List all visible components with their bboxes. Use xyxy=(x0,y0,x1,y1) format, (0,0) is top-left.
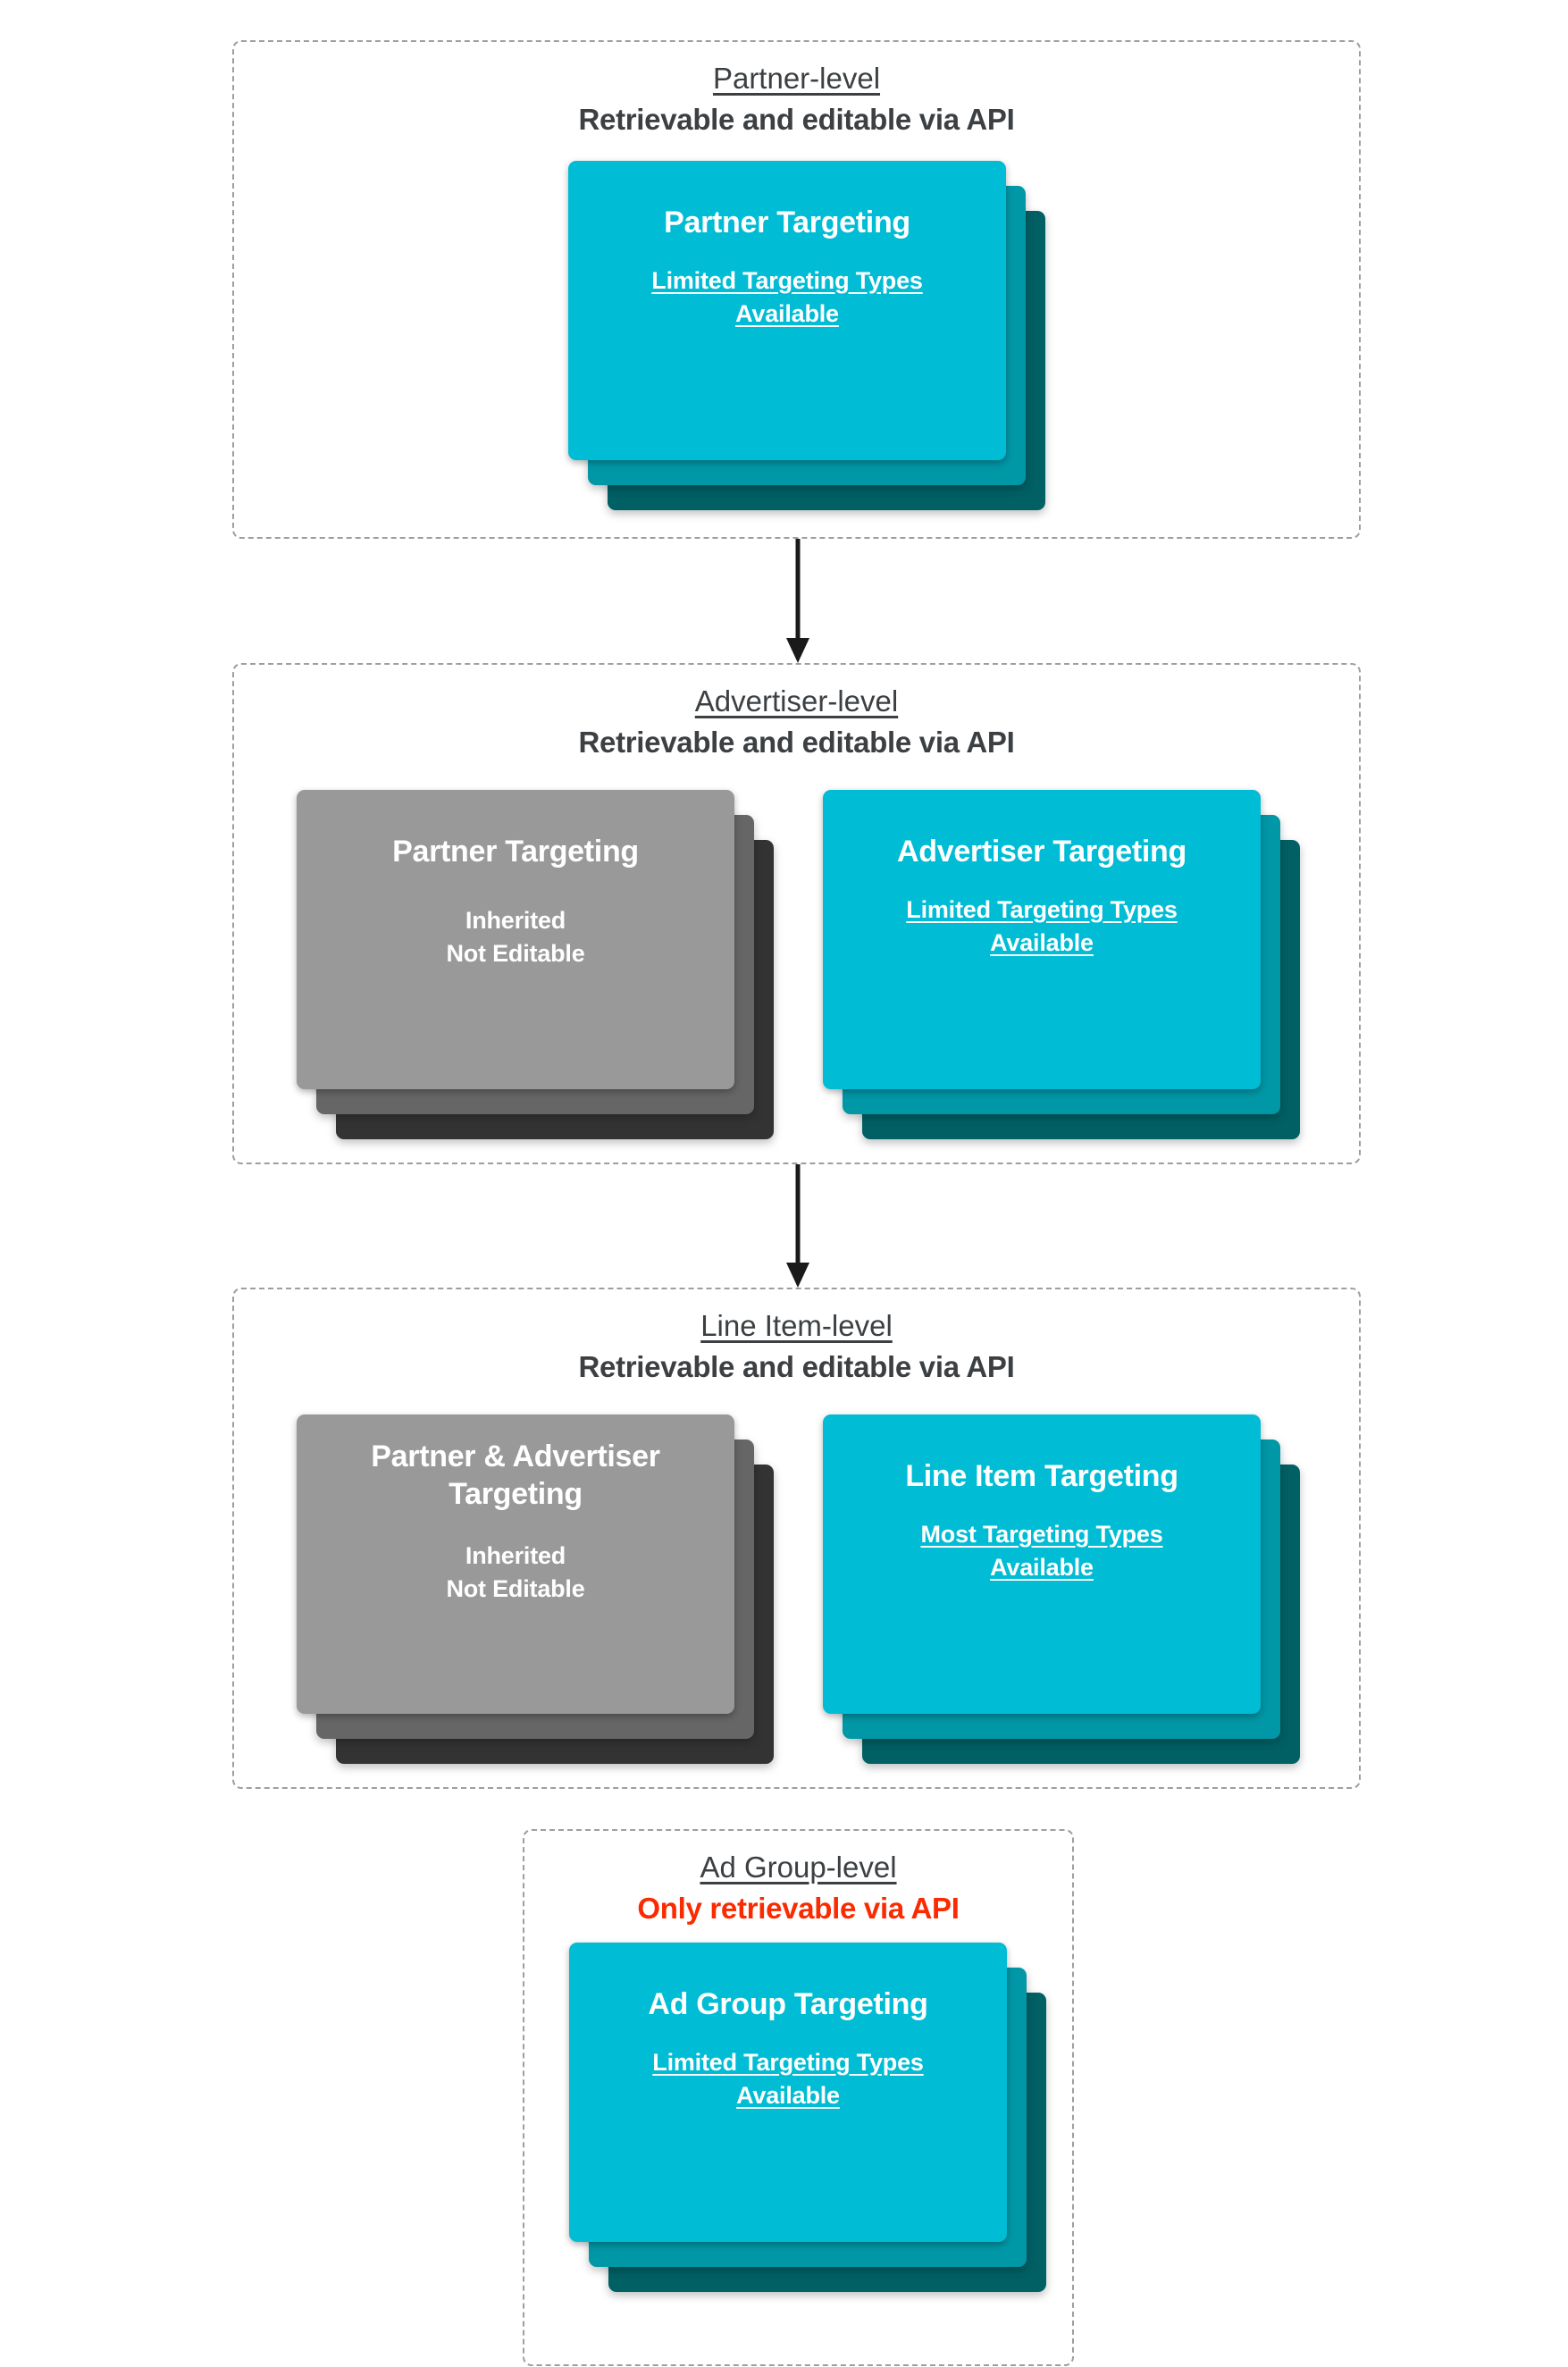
card-front: Ad Group Targeting Limited Targeting Typ… xyxy=(569,1943,1007,2242)
card-subtitle: Most Targeting Types Available xyxy=(823,1518,1261,1584)
card-subtitle-line: Available xyxy=(735,300,839,327)
section-header: Ad Group-level Only retrievable via API xyxy=(524,1831,1072,1929)
section-header: Partner-level Retrievable and editable v… xyxy=(234,42,1359,140)
card-subtitle-line: Limited Targeting Types xyxy=(906,896,1178,923)
level-title: Line Item-level xyxy=(234,1305,1359,1347)
arrow-down-icon xyxy=(786,539,809,663)
card-title: Partner Targeting xyxy=(392,835,639,869)
card-subtitle-line: Available xyxy=(736,2082,840,2109)
card-partner-targeting: Partner Targeting Limited Targeting Type… xyxy=(568,161,1045,510)
card-subtitle: Limited Targeting Types Available xyxy=(823,894,1261,960)
level-title: Ad Group-level xyxy=(524,1847,1072,1888)
card-ad-group-targeting: Ad Group Targeting Limited Targeting Typ… xyxy=(569,1943,1046,2292)
level-subtitle: Retrievable and editable via API xyxy=(578,103,1015,136)
level-title-text: Ad Group-level xyxy=(700,1851,897,1884)
card-line-item-targeting: Line Item Targeting Most Targeting Types… xyxy=(823,1414,1300,1764)
card-title: Advertiser Targeting xyxy=(896,835,1186,869)
card-subtitle-line: Available xyxy=(990,929,1094,956)
flow-arrow-advertiser-to-line-item xyxy=(784,1164,812,1288)
section-header: Advertiser-level Retrievable and editabl… xyxy=(234,665,1359,763)
card-title-line: Targeting xyxy=(449,1477,583,1511)
card-subtitle-line: Limited Targeting Types xyxy=(652,2049,924,2076)
card-subtitle: Inherited Not Editable xyxy=(297,1540,734,1606)
card-subtitle-line: Inherited xyxy=(465,1542,566,1569)
card-subtitle: Limited Targeting Types Available xyxy=(568,264,1006,331)
level-subtitle: Retrievable and editable via API xyxy=(578,1350,1015,1383)
card-front: Advertiser Targeting Limited Targeting T… xyxy=(823,790,1261,1089)
section-advertiser-level: Advertiser-level Retrievable and editabl… xyxy=(232,663,1361,1164)
level-title-text: Partner-level xyxy=(712,62,881,95)
level-title: Partner-level xyxy=(234,58,1359,99)
card-front: Partner Targeting Limited Targeting Type… xyxy=(568,161,1006,460)
card-subtitle: Limited Targeting Types Available xyxy=(569,2046,1007,2112)
arrow-down-icon xyxy=(786,1164,809,1288)
card-partner-targeting-inherited: Partner Targeting Inherited Not Editable xyxy=(297,790,774,1139)
card-subtitle: Inherited Not Editable xyxy=(297,904,734,970)
card-front: Partner & Advertiser Targeting Inherited… xyxy=(297,1414,734,1714)
card-advertiser-targeting: Advertiser Targeting Limited Targeting T… xyxy=(823,790,1300,1139)
card-partner-advertiser-targeting: Partner & Advertiser Targeting Inherited… xyxy=(297,1414,774,1764)
card-title-line: Partner & Advertiser xyxy=(371,1440,660,1473)
level-title-text: Advertiser-level xyxy=(694,684,899,718)
section-line-item-level: Line Item-level Retrievable and editable… xyxy=(232,1288,1361,1789)
level-title-text: Line Item-level xyxy=(700,1309,893,1342)
section-header: Line Item-level Retrievable and editable… xyxy=(234,1289,1359,1388)
card-title: Ad Group Targeting xyxy=(648,1987,928,2021)
card-subtitle-line: Available xyxy=(990,1554,1094,1581)
card-subtitle-line: Inherited xyxy=(465,907,566,934)
card-subtitle-line: Most Targeting Types xyxy=(920,1521,1163,1548)
section-ad-group-level: Ad Group-level Only retrievable via API … xyxy=(523,1829,1074,2366)
card-title: Partner Targeting xyxy=(664,206,910,239)
card-subtitle-line: Not Editable xyxy=(446,1575,585,1602)
card-title: Line Item Targeting xyxy=(905,1459,1178,1493)
card-subtitle-line: Not Editable xyxy=(446,940,585,967)
card-subtitle-line: Limited Targeting Types xyxy=(651,267,923,294)
section-partner-level: Partner-level Retrievable and editable v… xyxy=(232,40,1361,539)
card-title: Partner & Advertiser Targeting xyxy=(297,1438,734,1513)
level-title: Advertiser-level xyxy=(234,681,1359,722)
card-front: Partner Targeting Inherited Not Editable xyxy=(297,790,734,1089)
flow-arrow-partner-to-advertiser xyxy=(784,539,812,663)
level-subtitle: Only retrievable via API xyxy=(637,1892,960,1925)
level-subtitle: Retrievable and editable via API xyxy=(578,726,1015,759)
card-front: Line Item Targeting Most Targeting Types… xyxy=(823,1414,1261,1714)
